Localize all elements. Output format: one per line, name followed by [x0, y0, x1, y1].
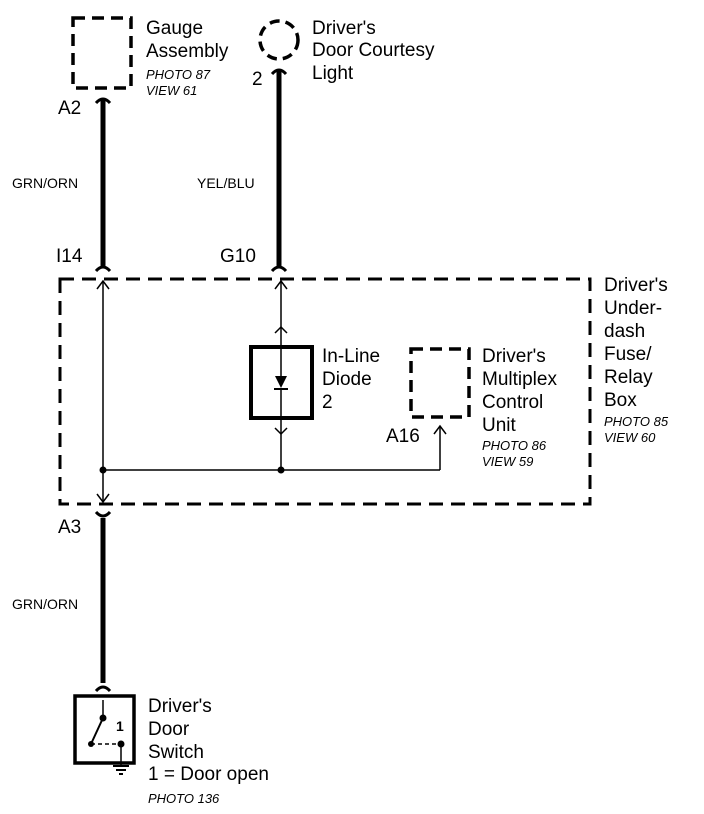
fuse-box-name-line-6: Box — [604, 390, 637, 411]
door-switch-name-line-3: Switch — [148, 742, 204, 763]
connector-switch-symbol — [94, 685, 112, 693]
multiplex-name-line-4: Unit — [482, 415, 517, 436]
gauge-name-line-1: Gauge — [146, 18, 203, 39]
fuse-box-name-line-2: Under- — [604, 298, 662, 319]
multiplex-name-line-3: Control — [482, 392, 543, 413]
multiplex-photo-ref: PHOTO 86 — [482, 438, 547, 453]
multiplex-name-line-2: Multiplex — [482, 369, 557, 390]
fuse-box-name-line-4: Fuse/ — [604, 344, 652, 365]
gauge-name-line-2: Assembly — [146, 41, 229, 62]
courtesy-light-name-line-1: Driver's — [312, 18, 376, 39]
pin-i14: I14 — [56, 246, 83, 267]
pin-a2: A2 — [58, 98, 81, 119]
connector-i14-inner-arrow — [96, 279, 110, 290]
diode-name-line-3: 2 — [322, 392, 333, 413]
fuse-box-outline — [58, 277, 592, 506]
pin-g10: G10 — [220, 246, 256, 267]
diode-bottom-connector — [274, 427, 288, 436]
gauge-view-ref: VIEW 61 — [146, 83, 197, 98]
fuse-box-name-line-5: Relay — [604, 367, 653, 388]
courtesy-light-name-line-2: Door Courtesy — [312, 40, 435, 61]
diode-symbol-icon — [275, 376, 287, 388]
ground-icon — [113, 765, 129, 775]
switch-lever-icon — [90, 717, 104, 745]
fuse-box-name-line-3: dash — [604, 321, 645, 342]
junction-diode — [277, 466, 285, 474]
multiplex-unit-box — [409, 347, 471, 419]
courtesy-light-symbol — [258, 19, 300, 61]
connector-i14-symbol — [94, 265, 112, 273]
courtesy-light-name-line-3: Light — [312, 63, 354, 84]
door-switch-name-line-4: 1 = Door open — [148, 764, 269, 785]
connector-g10-inner-arrow — [274, 279, 288, 290]
door-switch-name-line-2: Door — [148, 719, 190, 740]
door-switch-photo-ref: PHOTO 136 — [148, 791, 220, 806]
pin-a16: A16 — [386, 426, 420, 447]
fuse-box-photo-ref: PHOTO 85 — [604, 414, 669, 429]
connector-a3-symbol — [94, 510, 112, 518]
fuse-box-name-line-1: Driver's — [604, 275, 668, 296]
door-switch-box — [73, 694, 136, 765]
diode-name-line-1: In-Line — [322, 346, 380, 367]
multiplex-name-line-1: Driver's — [482, 346, 546, 367]
pin-a3: A3 — [58, 517, 81, 538]
wire-label-lower: GRN/ORN — [12, 596, 78, 612]
connector-a16-arrow — [433, 424, 447, 435]
pin-2: 2 — [252, 69, 263, 90]
diode-top-connector — [274, 325, 288, 334]
fuse-box-view-ref: VIEW 60 — [604, 430, 656, 445]
diode-name-line-2: Diode — [322, 369, 372, 390]
wire-label-upper-left: GRN/ORN — [12, 175, 78, 191]
connector-g10-symbol — [270, 265, 288, 273]
junction-left — [99, 466, 107, 474]
gauge-photo-ref: PHOTO 87 — [146, 67, 211, 82]
multiplex-view-ref: VIEW 59 — [482, 454, 533, 469]
connector-a3-inner-arrow — [96, 493, 110, 504]
door-switch-name-line-1: Driver's — [148, 696, 212, 717]
switch-contact-number: 1 — [116, 718, 124, 734]
wire-label-upper-right: YEL/BLU — [197, 175, 255, 191]
gauge-assembly-box — [71, 16, 133, 90]
